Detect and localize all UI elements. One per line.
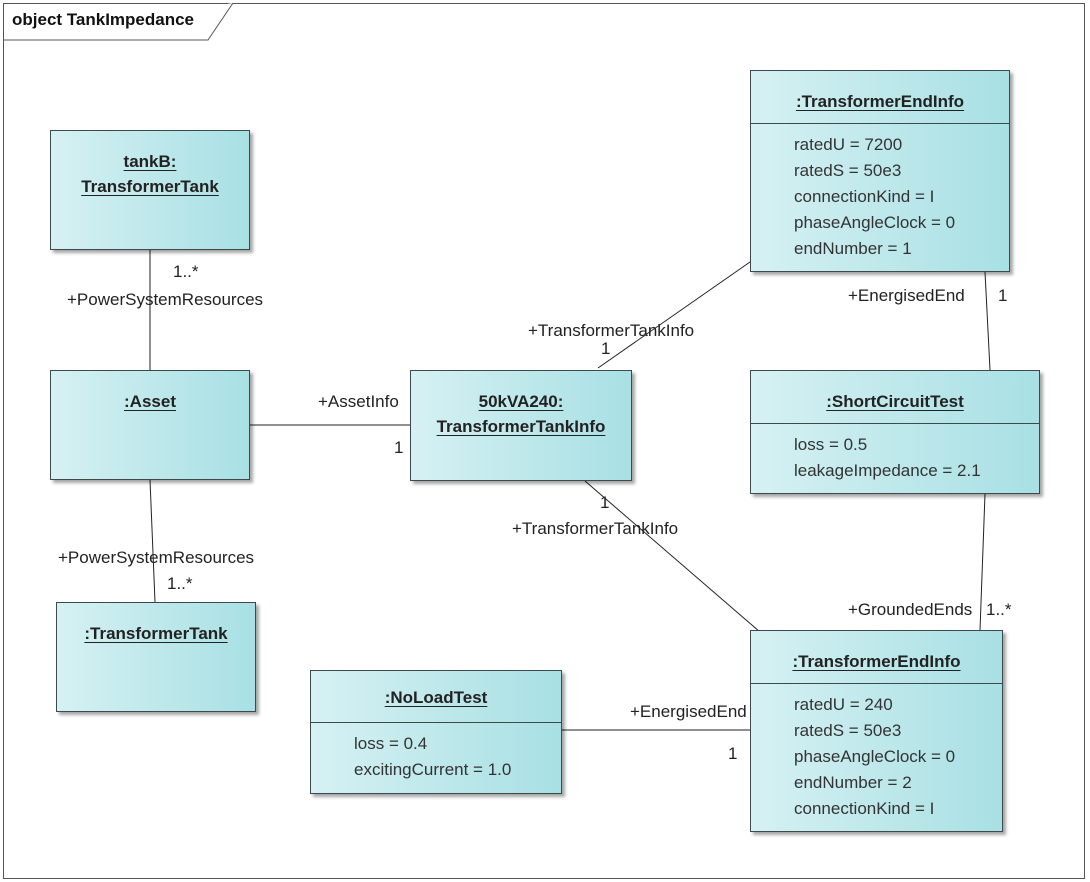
attribute: ratedU = 240 (794, 695, 893, 714)
object-tankB-transformer-tank[interactable]: tankB: TransformerTank (50, 130, 250, 250)
link-mult: 1..* (986, 600, 1012, 619)
link-role: +AssetInfo (318, 392, 399, 411)
link-shortcircuit-endinfo (979, 493, 986, 631)
object-no-load-test[interactable]: :NoLoadTest loss = 0.4 excitingCurrent =… (310, 670, 562, 794)
object-name: :Asset (124, 392, 176, 411)
object-name-line2: TransformerTankInfo (436, 417, 606, 436)
attribute: ratedU = 7200 (794, 135, 903, 154)
link-mult: 1..* (173, 262, 199, 281)
link-role: +PowerSystemResources (58, 548, 255, 567)
frame-title: object TankImpedance (12, 10, 195, 29)
attribute: connectionKind = I (794, 799, 935, 818)
attribute: endNumber = 1 (794, 239, 912, 258)
link-info-endinfo-top (597, 261, 751, 369)
object-name-line2: TransformerTank (81, 177, 219, 196)
object-asset[interactable]: :Asset (50, 370, 250, 480)
attribute: loss = 0.4 (354, 734, 428, 753)
attribute-list: loss = 0.4 excitingCurrent = 1.0 (311, 722, 561, 783)
attribute: loss = 0.5 (794, 435, 868, 454)
attribute: excitingCurrent = 1.0 (354, 760, 512, 779)
link-role: +TransformerTankInfo (512, 519, 679, 538)
link-role: +EnergisedEnd (630, 702, 747, 721)
object-transformer-end-info-2[interactable]: :TransformerEndInfo ratedU = 240 ratedS … (750, 630, 1003, 832)
object-short-circuit-test[interactable]: :ShortCircuitTest loss = 0.5 leakageImpe… (750, 370, 1040, 494)
attribute: leakageImpedance = 2.1 (794, 461, 981, 480)
attribute-list: loss = 0.5 leakageImpedance = 2.1 (751, 423, 1039, 484)
link-role: +EnergisedEnd (848, 286, 965, 305)
object-name: :TransformerEndInfo (795, 92, 965, 111)
attribute-list: ratedU = 7200 ratedS = 50e3 connectionKi… (751, 123, 1009, 262)
attribute-list: ratedU = 240 ratedS = 50e3 phaseAngleClo… (751, 683, 1002, 822)
link-asset-tank (149, 479, 156, 603)
attribute: connectionKind = I (794, 187, 935, 206)
object-transformer-end-info-1[interactable]: :TransformerEndInfo ratedU = 7200 ratedS… (750, 70, 1010, 272)
object-name-line1: 50kVA240: (478, 392, 564, 411)
attribute: endNumber = 2 (794, 773, 912, 792)
link-endinfo-shortcircuit (984, 271, 991, 371)
object-name: :ShortCircuitTest (826, 392, 964, 411)
attribute: ratedS = 50e3 (794, 721, 902, 740)
attribute: phaseAngleClock = 0 (794, 213, 956, 232)
link-role: +PowerSystemResources (67, 290, 264, 309)
link-mult: 1 (728, 744, 738, 763)
link-mult: 1..* (167, 574, 193, 593)
link-mult: 1 (998, 286, 1008, 305)
link-info-endinfo-bottom (584, 480, 761, 633)
link-role: +TransformerTankInfo (528, 321, 695, 340)
link-mult: 1 (394, 438, 404, 457)
object-name: :TransformerEndInfo (792, 652, 961, 671)
attribute: phaseAngleClock = 0 (794, 747, 956, 766)
diagram-frame (3, 3, 1085, 879)
frame-tab (3, 2, 234, 41)
link-mult: 1 (601, 339, 611, 358)
object-name: :NoLoadTest (384, 688, 488, 707)
link-mult: 1 (600, 493, 610, 512)
object-transformer-tank-info[interactable]: 50kVA240: TransformerTankInfo (410, 370, 632, 481)
object-name: :TransformerTank (84, 624, 228, 643)
link-role: +GroundedEnds (848, 600, 973, 619)
object-transformer-tank[interactable]: :TransformerTank (56, 602, 256, 712)
object-name-line1: tankB: (123, 152, 177, 171)
attribute: ratedS = 50e3 (794, 161, 902, 180)
